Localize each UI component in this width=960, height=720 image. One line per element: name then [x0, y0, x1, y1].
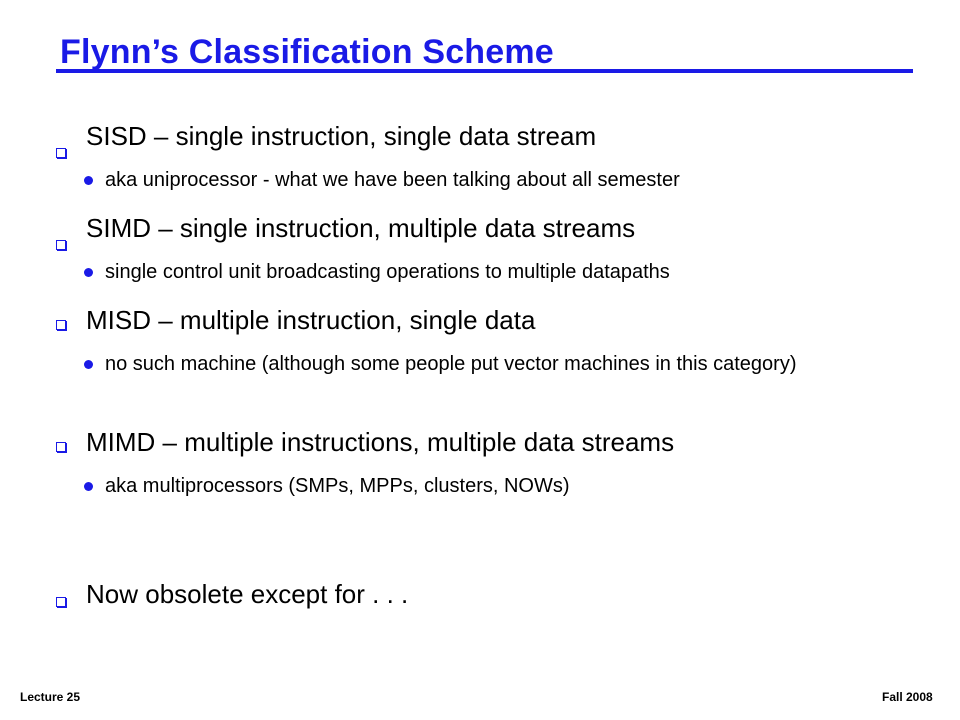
- bullet-obsolete: Now obsolete except for . . .: [86, 579, 409, 609]
- bullet-sisd: SISD – single instruction, single data s…: [86, 121, 597, 151]
- bullet-mimd: MIMD – multiple instructions, multiple d…: [86, 427, 675, 457]
- sub-bullet-simd: single control unit broadcasting operati…: [105, 261, 670, 283]
- dot-bullet-icon: [84, 482, 93, 491]
- sub-bullet-sisd: aka uniprocessor - what we have been tal…: [105, 169, 680, 191]
- slide-title: Flynn’s Classification Scheme: [60, 33, 554, 71]
- square-bullet-icon: [56, 148, 66, 158]
- sub-bullet-misd: no such machine (although some people pu…: [105, 353, 797, 375]
- footer-lecture: Lecture 25: [20, 690, 81, 704]
- dot-bullet-icon: [84, 268, 93, 277]
- sub-bullet-mimd: aka multiprocessors (SMPs, MPPs, cluster…: [105, 475, 570, 497]
- footer-term: Fall 2008: [882, 690, 933, 704]
- dot-bullet-icon: [84, 176, 93, 185]
- title-underline: [56, 69, 913, 73]
- square-bullet-icon: [56, 597, 66, 607]
- bullet-simd: SIMD – single instruction, multiple data…: [86, 213, 636, 243]
- dot-bullet-icon: [84, 360, 93, 369]
- bullet-misd: MISD – multiple instruction, single data: [86, 305, 536, 335]
- square-bullet-icon: [56, 442, 66, 452]
- square-bullet-icon: [56, 320, 66, 330]
- square-bullet-icon: [56, 240, 66, 250]
